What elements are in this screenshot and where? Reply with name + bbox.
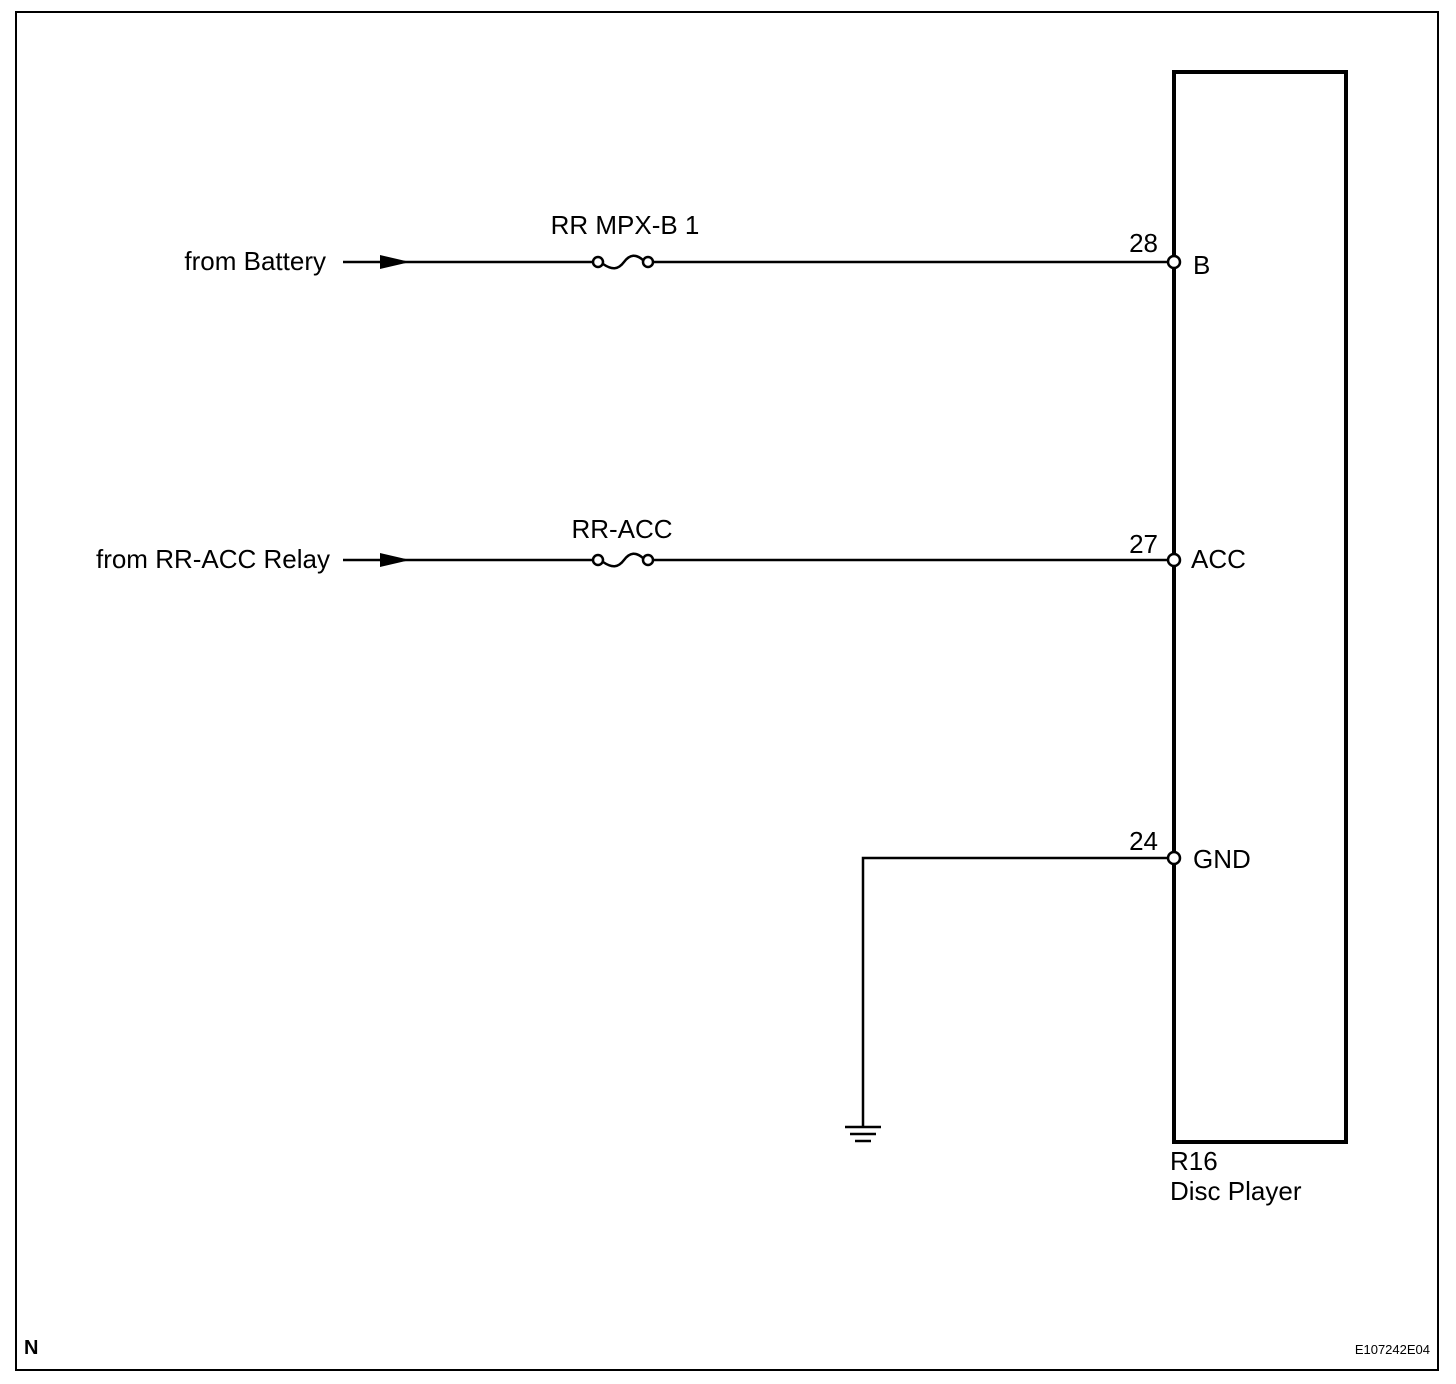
terminal-acc-label: ACC <box>1191 544 1246 574</box>
fuse-rr-acc-icon <box>591 552 655 568</box>
terminal-b-icon <box>1166 254 1182 270</box>
source-battery-label: from Battery <box>184 246 326 276</box>
disc-player-box <box>1172 70 1348 1144</box>
terminal-gnd-icon <box>1166 850 1182 866</box>
figure-id: E107242E04 <box>1355 1342 1430 1357</box>
component-code: R16 <box>1170 1146 1218 1176</box>
component-name: Disc Player <box>1170 1176 1302 1206</box>
fuse-rr-mpx-b1-icon <box>591 254 655 270</box>
diagram-frame <box>15 11 1439 1371</box>
fuse-rr-mpx-b1-label: RR MPX-B 1 <box>551 210 700 240</box>
pin-24-label: 24 <box>1129 826 1158 856</box>
terminal-b-label: B <box>1193 250 1210 280</box>
ground-icon <box>845 1125 881 1143</box>
pin-28-label: 28 <box>1129 228 1158 258</box>
acc-relay-arrow-icon <box>380 553 410 567</box>
fuse-rr-acc-label: RR-ACC <box>571 514 672 544</box>
corner-label-left: N <box>24 1337 38 1359</box>
terminal-gnd-label: GND <box>1193 844 1251 874</box>
terminal-acc-icon <box>1166 552 1182 568</box>
gnd-wire <box>861 856 1168 1126</box>
source-acc-relay-label: from RR-ACC Relay <box>96 544 330 574</box>
pin-27-label: 27 <box>1129 529 1158 559</box>
battery-arrow-icon <box>380 255 410 269</box>
